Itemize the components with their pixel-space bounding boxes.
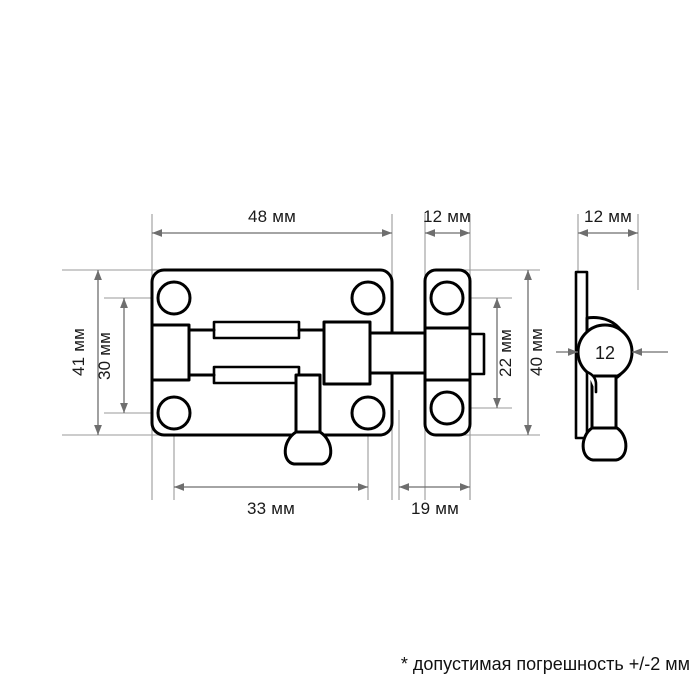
screw-hole-top-right <box>350 280 386 316</box>
side-plate-notch <box>585 370 598 394</box>
bracket-hole-top <box>429 280 465 316</box>
dimension-label-41: 41 мм <box>69 328 88 376</box>
bolt-rail-upper <box>212 320 301 340</box>
knob-stem <box>294 373 322 442</box>
dimension-plate-height: 41 мм <box>69 270 102 435</box>
dimension-label-12-bracket: 12 мм <box>423 207 471 226</box>
dimension-hole-spacing-horizontal: 33 мм <box>174 483 368 518</box>
screw-hole-bottom-right <box>350 395 386 431</box>
dimension-label-19: 19 мм <box>411 499 459 518</box>
dimension-label-33: 33 мм <box>247 499 295 518</box>
dimension-label-22: 22 мм <box>496 329 515 377</box>
dimension-label-40: 40 мм <box>527 328 546 376</box>
bracket-middle-band <box>423 326 472 382</box>
dimension-bracket-width: 12 мм <box>423 207 471 237</box>
dimension-bracket-hole-spacing: 22 мм <box>493 298 515 408</box>
side-knob-head <box>581 426 628 462</box>
strike-bracket-group <box>423 268 486 437</box>
bracket-hole-bottom <box>429 390 465 426</box>
bolt-guide-left <box>150 323 191 382</box>
dimension-plate-width: 48 мм <box>152 207 392 237</box>
bolt-rod <box>368 331 427 375</box>
dimension-bolt-throw: 19 мм <box>399 483 470 518</box>
side-view-group: 12 <box>556 270 668 462</box>
knob-head <box>283 430 333 466</box>
knob-diameter-callout: 12 <box>595 343 615 363</box>
front-view-group <box>150 268 427 466</box>
bracket-side-tab <box>468 332 486 376</box>
tolerance-footnote: * допустимая погрешность +/-2 мм <box>401 654 690 674</box>
bolt-slider-body <box>322 320 372 386</box>
dimension-hole-spacing-vertical: 30 мм <box>95 298 128 413</box>
bolt-rail-lower <box>212 365 301 385</box>
screw-hole-top-left <box>156 280 192 316</box>
dimension-label-48: 48 мм <box>248 207 296 226</box>
dimension-side-thickness: 12 мм <box>578 207 638 237</box>
dimension-label-12-side: 12 мм <box>584 207 632 226</box>
dimension-bracket-height: 40 мм <box>524 270 546 435</box>
screw-hole-bottom-left <box>156 395 192 431</box>
dimension-label-30: 30 мм <box>95 332 114 380</box>
